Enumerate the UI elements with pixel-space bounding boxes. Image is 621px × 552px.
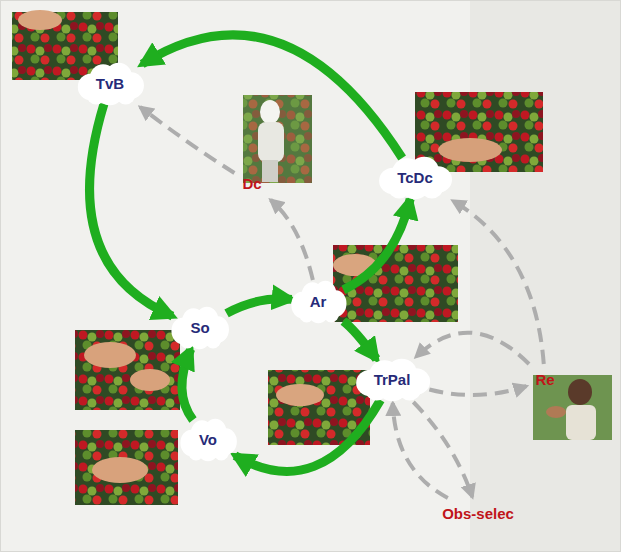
photo xyxy=(243,95,312,183)
node-label: Vo xyxy=(199,431,217,448)
photo xyxy=(75,430,178,505)
flow-arrow xyxy=(235,400,380,471)
node-label: TvB xyxy=(96,75,124,92)
node-label: So xyxy=(190,319,209,336)
cloud-node: TrPal xyxy=(359,362,426,398)
dashed-arrow xyxy=(413,402,472,497)
cloud-node: TcDc xyxy=(382,160,448,196)
label-node: Re xyxy=(531,368,558,392)
photo xyxy=(75,330,180,410)
flow-arrow xyxy=(90,104,173,316)
flow-arrow xyxy=(182,349,193,420)
cloud-node: So xyxy=(175,310,224,346)
dashed-arrow xyxy=(271,200,313,280)
node-label: Obs-selec xyxy=(442,505,514,522)
page-column xyxy=(470,0,621,552)
flow-arrow xyxy=(142,35,402,158)
flow-arrow xyxy=(227,299,292,314)
label-node: Obs-selec xyxy=(438,502,518,526)
node-label: TrPal xyxy=(374,371,411,388)
node-label: Dc xyxy=(242,175,261,192)
node-label: Re xyxy=(535,371,554,388)
flow-arrow xyxy=(343,321,376,359)
dashed-arrow xyxy=(453,201,544,364)
node-label: Ar xyxy=(310,293,327,310)
photo xyxy=(415,92,543,172)
cloud-node: Vo xyxy=(184,422,232,458)
node-label: TcDc xyxy=(397,169,433,186)
flow-arrow xyxy=(343,199,410,290)
cloud-node: Ar xyxy=(295,284,342,320)
dashed-arrow xyxy=(393,403,448,498)
dashed-arrow xyxy=(416,333,529,364)
label-node: Dc xyxy=(238,172,265,196)
cloud-node: TvB xyxy=(81,66,139,102)
dashed-arrow xyxy=(429,386,526,395)
dashed-arrow xyxy=(140,107,234,173)
